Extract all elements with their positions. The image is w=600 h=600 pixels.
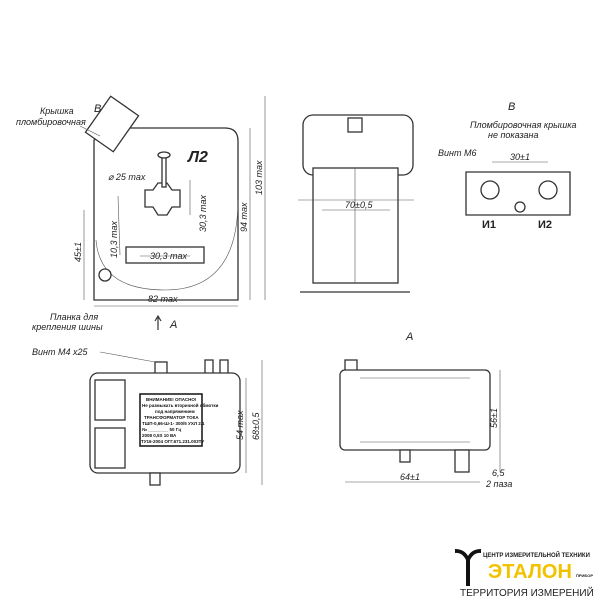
rating-plate (139, 393, 203, 447)
terminal-i2: И2 (538, 219, 552, 231)
cap-note-1: Крышка (40, 106, 74, 116)
side-view: 70±0,5 (298, 114, 414, 293)
terminal-marking: Л2 (187, 149, 208, 166)
plate-line: ВНИМАНИЕ! ОПАСНО! (146, 397, 197, 402)
bottom-screw: Винт М4 х25 (32, 347, 88, 357)
dim-window-width: 30,3 max (150, 251, 188, 261)
plate-line: ТУ16-2004 ОГГ.671.231.003ТУ (141, 439, 204, 444)
plate-line: ТШП-0,66-Ш-1- 300/5 УХЛ 2.1 (142, 421, 205, 426)
view-a-dim-width: 64±1 (400, 472, 420, 482)
cap-note-2: пломбировочная (16, 117, 86, 127)
screw-head (157, 151, 171, 159)
logo-tagline: ТЕРРИТОРИЯ ИЗМЕРЕНИЙ (460, 586, 594, 599)
logo-line1: ЦЕНТР ИЗМЕРИТЕЛЬНОЙ ТЕХНИКИ (483, 551, 590, 559)
bar-note-2: крепления шины (32, 322, 103, 332)
ground-screw (98, 268, 112, 282)
detail-b-screw: Винт М6 (438, 148, 476, 158)
logo-emblem-icon (455, 549, 481, 586)
etalon-logo: ЦЕНТР ИЗМЕРИТЕЛЬНОЙ ТЕХНИКИ ЭТАЛОН ПРИБО… (455, 549, 594, 599)
front-view: B Крышка пломбировочная Л2 ⌀ 25 max 30,3… (16, 95, 266, 331)
terminal-i2-screw (538, 180, 558, 200)
view-a-arrow-label: A (169, 319, 177, 331)
detail-b-note-1: Пломбировочная крышка (470, 120, 576, 130)
view-b-marker: B (94, 103, 101, 115)
window-screw (161, 154, 167, 188)
logo-brand: ЭТАЛОН (488, 561, 572, 583)
terminal-i1: И1 (482, 219, 496, 231)
plate-line: под напряжением (155, 409, 195, 414)
view-a-title: A (405, 331, 413, 343)
dim-offset: 10,3 max (109, 220, 119, 258)
plate-line: ТРАНСФОРМАТОР ТОКА (144, 415, 199, 420)
dim-center: 45±1 (73, 242, 83, 262)
side-body (312, 167, 399, 284)
dim-width: 82 max (148, 294, 178, 304)
detail-b: B Пломбировочная крышка не показана Винт… (438, 101, 576, 231)
plate-line: № ________ 50 Гц (142, 427, 181, 432)
nameplate-window (125, 246, 205, 264)
detail-b-note-2: не показана (488, 130, 539, 140)
view-a-body (339, 369, 491, 451)
view-a: A 56±1 64±1 6,5 2 паза (339, 331, 512, 489)
front-inner-arc (95, 199, 239, 291)
dim-diameter: ⌀ 25 max (108, 172, 146, 182)
view-a-dim-height: 56±1 (489, 408, 499, 428)
terminal-i1-screw (480, 180, 500, 200)
bar-note-1: Планка для (50, 312, 98, 322)
bottom-view: Планка для крепления шины Винт М4 х25 ВН… (32, 312, 263, 486)
dim-height-total: 103 max (254, 160, 264, 195)
logo-badge: ПРИБОР (576, 573, 593, 578)
dim-window-height: 30,3 max (198, 194, 208, 232)
plate-line: 2008 0,5S 10 ВА (142, 433, 177, 438)
seal-cap (84, 95, 140, 153)
plate-line: Не размыкать вторичной обмотки (142, 402, 219, 408)
bottom-dim-inner: 54 max (235, 410, 245, 440)
primary-window (144, 182, 181, 216)
view-a-dim-slot: 6,5 (492, 468, 506, 478)
bottom-dim-outer: 68±0,5 (251, 412, 261, 440)
side-dim-width: 70±0,5 (345, 200, 373, 210)
detail-b-pitch: 30±1 (510, 152, 530, 162)
dim-height-body: 94 max (239, 202, 249, 232)
view-a-dim-slot-note: 2 паза (485, 479, 512, 489)
detail-b-title: B (508, 101, 515, 113)
